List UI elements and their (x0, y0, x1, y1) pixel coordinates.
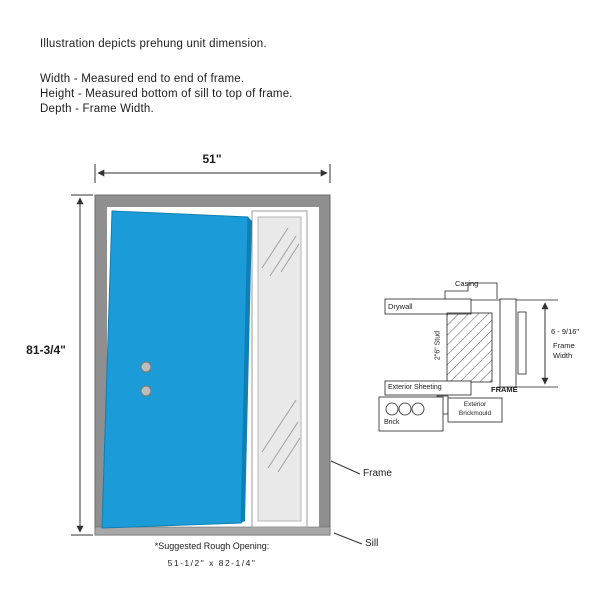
frame-section-label: FRAME (491, 385, 518, 394)
cross-section (378, 282, 558, 432)
brick-core-3 (411, 402, 425, 416)
casing-profile (444, 282, 498, 299)
casing-label: Casing (455, 279, 479, 288)
rough-opening-title: *Suggested Rough Opening: (154, 541, 270, 551)
brickmould-label-box (447, 397, 503, 423)
height-dimension-label: 81-3/4" (26, 343, 66, 357)
brick-label: Brick (384, 419, 400, 426)
height-dimension-lines (71, 194, 93, 536)
note-intro: Illustration depicts prehung unit dimens… (40, 38, 267, 50)
glass-reflection-lines (261, 227, 301, 473)
exterior-sheeting-box (384, 380, 472, 396)
door-sill (94, 526, 331, 536)
door-panel (101, 210, 249, 529)
frame-width-dim-label-1: Frame (553, 341, 575, 350)
frame-callout-label: Frame (363, 468, 392, 479)
brick-core-1 (385, 402, 399, 416)
note-width: Width - Measured end to end of frame. (40, 73, 245, 85)
rough-opening-value: 51-1/2" x 82-1/4" (167, 558, 257, 568)
width-dimension-lines (94, 164, 331, 183)
brickmould-label-1: Exterior (463, 401, 487, 408)
drywall-label: Drywall (388, 302, 413, 311)
door-deadbolt (140, 361, 152, 373)
door-edge (241, 217, 252, 523)
brick-box (378, 396, 444, 432)
brickmould-label-2: Brickmould (458, 410, 492, 417)
door-slab-profile (517, 311, 527, 375)
note-depth: Depth - Frame Width. (40, 103, 154, 115)
drywall-box (384, 298, 472, 315)
door-knob (140, 385, 152, 397)
frame-width-dim-label-2: Width (553, 351, 573, 360)
frame-leader-line (330, 460, 361, 475)
sidelite-glass (257, 216, 302, 522)
stud-label: 2"6" Stud (434, 330, 442, 361)
exterior-sheeting-label: Exterior Sheeting (388, 384, 442, 391)
sill-leader-line (333, 532, 363, 545)
frame-profile (499, 298, 517, 388)
stud-section (446, 312, 493, 383)
brick-core-2 (398, 402, 412, 416)
note-height: Height - Measured bottom of sill to top … (40, 88, 293, 100)
width-dimension-label: 51" (202, 152, 222, 166)
frame-width-dim-value: 6 - 9/16" (551, 327, 580, 336)
sill-callout-label: Sill (365, 538, 379, 549)
